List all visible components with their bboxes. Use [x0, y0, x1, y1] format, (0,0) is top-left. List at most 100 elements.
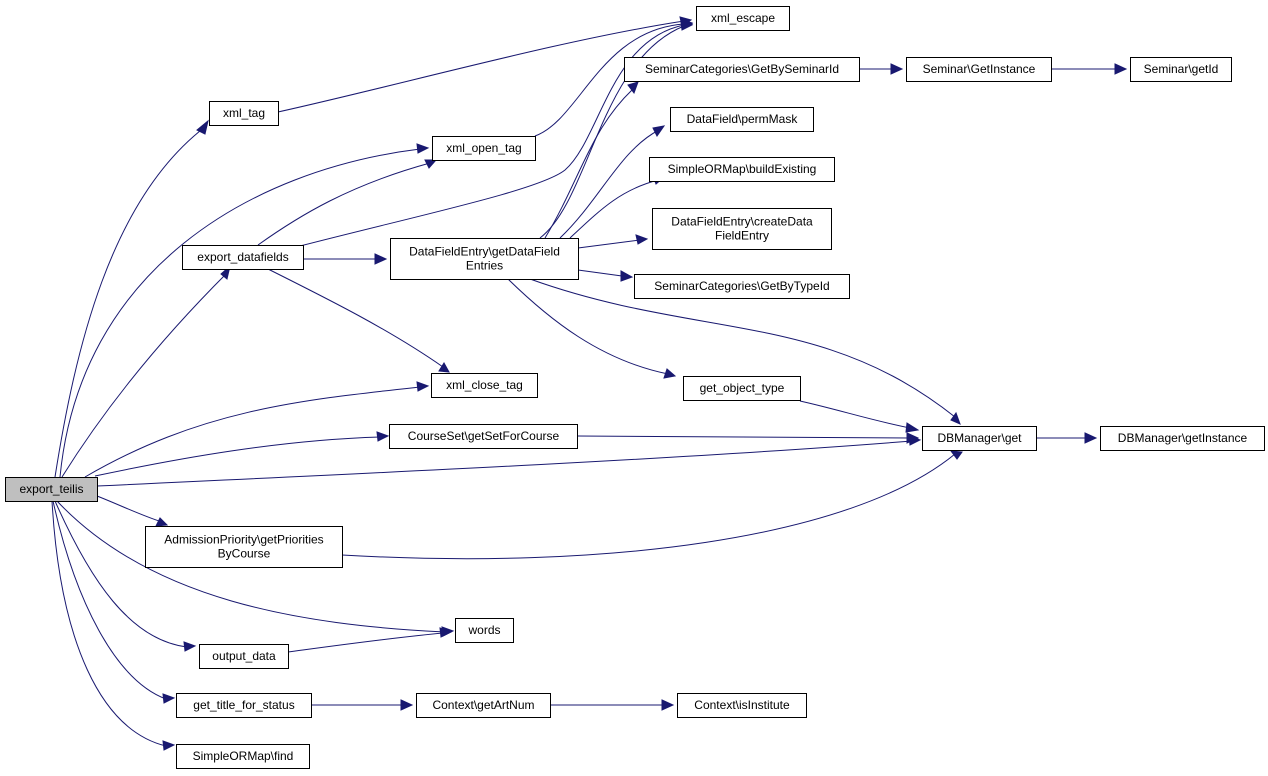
node-label: export_teilis [19, 482, 83, 496]
node-dbGet[interactable]: DBManager\get [922, 426, 1037, 451]
edge-line [257, 162, 431, 246]
node-dbGetInstance[interactable]: DBManager\getInstance [1100, 426, 1265, 451]
nodes: export_teilis xml_tag xml_escape xml_open_t… [5, 6, 1265, 769]
node-words[interactable]: words [455, 618, 514, 643]
arrowhead [680, 20, 694, 31]
node-box [624, 57, 860, 82]
node-box [199, 644, 289, 669]
node-label: CourseSet\getSetForCourse [408, 429, 560, 443]
node-getByTypeId[interactable]: SeminarCategories\GetByTypeId [634, 274, 850, 299]
edge-getDataFieldEntries-to-get_object_type [507, 278, 677, 379]
node-export_datafields[interactable]: export_datafields [182, 245, 304, 270]
node-isInstitute[interactable]: Context\isInstitute [677, 693, 807, 718]
node-output_data[interactable]: output_data [199, 644, 289, 669]
arrowhead [183, 641, 197, 652]
node-buildExisting[interactable]: SimpleORMap\buildExisting [649, 157, 835, 182]
edge-line [94, 436, 381, 477]
node-box [649, 157, 835, 182]
arrowhead [416, 381, 430, 392]
node-get_object_type[interactable]: get_object_type [683, 376, 801, 401]
node-xml_escape[interactable]: xml_escape [696, 6, 790, 31]
edge-getBySeminarId-to-seminarGetInstance [859, 63, 904, 75]
node-box [1130, 57, 1232, 82]
node-box [696, 6, 790, 31]
node-label: export_datafields [197, 250, 288, 264]
node-permMask[interactable]: DataField\permMask [670, 107, 814, 132]
node-box [677, 693, 807, 718]
node-label: Seminar\getId [1144, 62, 1219, 76]
arrowhead [635, 234, 649, 245]
node-label: SeminarCategories\GetByTypeId [654, 279, 829, 293]
node-box [389, 424, 578, 449]
edge-line [51, 500, 167, 747]
node-box [906, 57, 1052, 82]
node-getArtNum[interactable]: Context\getArtNum [416, 693, 551, 718]
edge-line [56, 500, 446, 633]
edge-export_datafields-to-xml_escape [299, 19, 694, 247]
node-seminarGetId[interactable]: Seminar\getId [1130, 57, 1232, 82]
arrowhead [155, 517, 169, 527]
arrowhead [439, 627, 453, 638]
node-getBySeminarId[interactable]: SeminarCategories\GetBySeminarId [624, 57, 860, 82]
arrowhead [627, 81, 639, 95]
node-box [455, 618, 514, 643]
arrowhead [663, 368, 677, 379]
arrowhead [661, 699, 675, 711]
node-xml_close_tag[interactable]: xml_close_tag [431, 373, 538, 398]
node-xml_tag[interactable]: xml_tag [209, 101, 279, 126]
node-find[interactable]: SimpleORMap\find [176, 744, 310, 769]
arrowhead [1114, 63, 1128, 75]
edge-line [54, 126, 206, 478]
edge-line [799, 400, 911, 429]
arrowhead [162, 740, 176, 751]
edge-export_teilis-to-get_title_for_status [52, 500, 176, 704]
edge-line [277, 20, 685, 113]
arrowhead [438, 362, 450, 373]
edge-line [287, 632, 444, 653]
arrowhead [906, 432, 920, 444]
edge-line [534, 23, 685, 137]
node-get_title_for_status[interactable]: get_title_for_status [176, 693, 312, 718]
edge-line [59, 148, 421, 478]
node-label: xml_open_tag [446, 141, 521, 155]
arrowhead [890, 63, 904, 75]
node-label: ByCourse [218, 547, 271, 561]
edge-export_datafields-to-getDataFieldEntries [303, 253, 388, 265]
edge-line [577, 269, 623, 277]
edge-seminarGetInstance-to-seminarGetId [1051, 63, 1128, 75]
node-box [652, 208, 832, 250]
arrowhead [1084, 432, 1098, 444]
node-getSetForCourse[interactable]: CourseSet\getSetForCourse [389, 424, 578, 449]
edge-line [54, 500, 188, 648]
node-seminarGetInstance[interactable]: Seminar\GetInstance [906, 57, 1052, 82]
node-box [634, 274, 850, 299]
node-label: Entries [466, 259, 503, 273]
edge-export_teilis-to-xml_close_tag [84, 381, 430, 478]
node-label: words [467, 623, 500, 637]
node-label: DataFieldEntry\getDataField [409, 245, 560, 259]
edge-line [576, 435, 911, 439]
edge-getDataFieldEntries-to-buildExisting [569, 175, 666, 239]
edge-line [267, 268, 444, 368]
arrowhead [620, 270, 634, 282]
edge-getDataFieldEntries-to-xml_escape [539, 20, 694, 239]
node-xml_open_tag[interactable]: xml_open_tag [432, 136, 536, 161]
arrowhead [652, 125, 666, 137]
node-label: FieldEntry [715, 229, 769, 243]
edge-export_teilis-to-export_datafields [61, 264, 231, 478]
edge-export_teilis-to-output_data [54, 500, 197, 652]
edge-export_teilis-to-xml_open_tag [59, 143, 430, 478]
node-label: xml_close_tag [446, 378, 523, 392]
node-box [176, 693, 312, 718]
node-label: AdmissionPriority\getPriorities [164, 533, 323, 547]
edge-line [577, 239, 641, 249]
node-label: DataFieldEntry\createData [671, 215, 813, 229]
node-export_teilis[interactable]: export_teilis [5, 477, 98, 502]
edge-line [544, 89, 633, 239]
edge-dbGet-to-dbGetInstance [1036, 432, 1098, 444]
edge-get_title_for_status-to-getArtNum [311, 699, 414, 711]
node-label: DBManager\get [937, 431, 1022, 445]
